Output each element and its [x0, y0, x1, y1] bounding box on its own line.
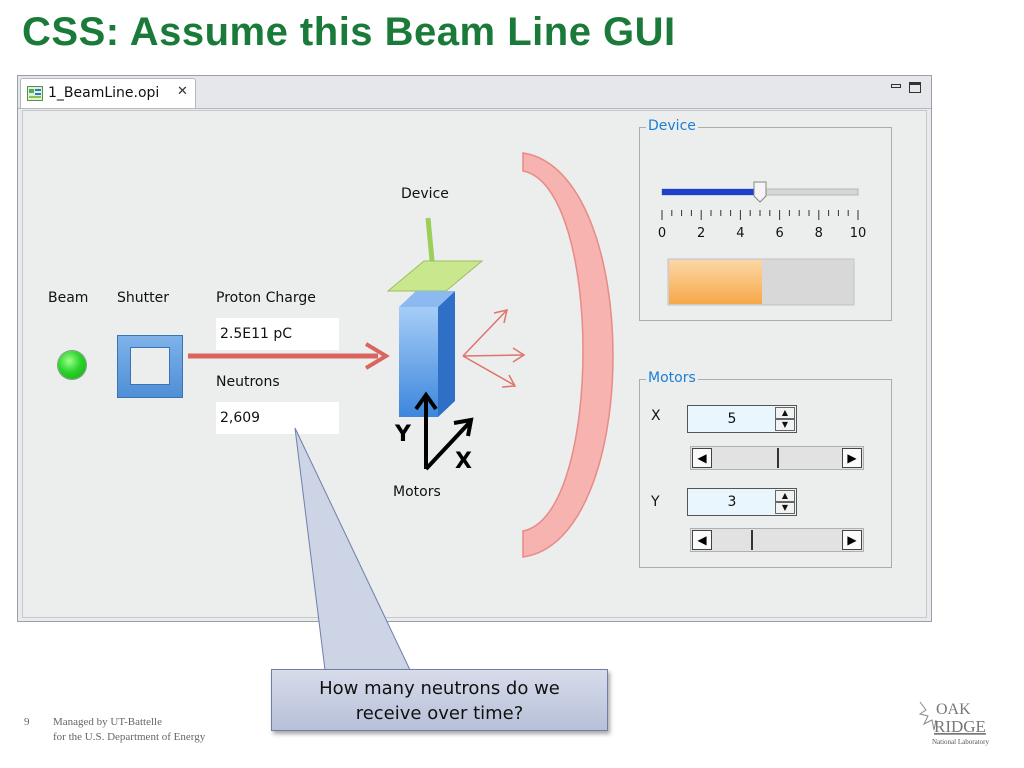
- motor-axes: [414, 391, 474, 471]
- neutrons-value: 2,609: [216, 402, 339, 434]
- slider-tick-label: 8: [815, 226, 823, 241]
- slider-fill: [662, 189, 760, 195]
- shutter-label: Shutter: [117, 290, 169, 306]
- device-slider[interactable]: 0 2 4 6 8 10: [640, 128, 891, 320]
- motor-y-down-button[interactable]: ▼: [775, 502, 795, 514]
- motor-y-scroll-left-button[interactable]: ◀: [692, 530, 712, 550]
- slider-tick-label: 2: [697, 226, 705, 241]
- motor-y-spinner[interactable]: 3 ▲ ▼: [687, 488, 797, 516]
- sample-block: [399, 307, 438, 417]
- minimize-icon[interactable]: [891, 84, 901, 88]
- slider-tick-label: 4: [736, 226, 744, 241]
- motor-y-scrollbar[interactable]: ◀ ▶: [690, 528, 864, 552]
- motor-x-scroll-left-button[interactable]: ◀: [692, 448, 712, 468]
- tab-bar: 1_BeamLine.opi ✕: [18, 76, 931, 109]
- scatter-arrows: [462, 308, 526, 388]
- callout-line-1: How many neutrons do we: [319, 678, 560, 699]
- beamline-graphics: Y X: [188, 152, 614, 558]
- motor-x-label: X: [651, 408, 661, 424]
- shutter-button[interactable]: [117, 335, 183, 398]
- motor-y-value: 3: [727, 494, 737, 510]
- slider-ticks: [661, 210, 859, 220]
- proton-charge-label: Proton Charge: [216, 290, 316, 306]
- motor-y-scroll-thumb[interactable]: [751, 530, 754, 550]
- sample-block-top: [399, 291, 455, 307]
- sample-block-side: [438, 291, 455, 417]
- footer-line-1: Managed by UT-Battelle: [53, 716, 162, 728]
- motor-x-scroll-thumb[interactable]: [777, 448, 779, 468]
- beam-label: Beam: [48, 290, 89, 306]
- slider-tick-labels: 0 2 4 6 8 10: [658, 226, 866, 241]
- slider-tick-label: 0: [658, 226, 666, 241]
- slide-title: CSS: Assume this Beam Line GUI: [22, 10, 676, 54]
- tab-label: 1_BeamLine.opi: [48, 85, 160, 101]
- axis-x-text: X: [455, 449, 472, 474]
- device-group: Device 0 2 4 6 8 10: [639, 118, 892, 321]
- progress-bar-fill: [669, 260, 762, 304]
- proton-charge-value: 2.5E11 pC: [216, 318, 339, 350]
- maximize-icon[interactable]: [909, 82, 921, 93]
- motor-y-scroll-right-button[interactable]: ▶: [842, 530, 862, 550]
- slider-thumb[interactable]: [753, 181, 767, 203]
- motor-x-scrollbar[interactable]: ◀ ▶: [690, 446, 864, 470]
- axis-y-text: Y: [394, 422, 412, 447]
- motor-y-label: Y: [651, 494, 660, 510]
- callout-line-2: receive over time?: [355, 703, 524, 724]
- motors-group: Motors X 5 ▲ ▼ ◀ ▶ Y 3 ▲ ▼: [639, 370, 892, 568]
- motor-y-up-button[interactable]: ▲: [775, 490, 795, 502]
- tab-beamline[interactable]: 1_BeamLine.opi ✕: [20, 78, 196, 108]
- slider-tick-label: 6: [775, 226, 783, 241]
- device-label: Device: [401, 186, 449, 202]
- close-icon[interactable]: ✕: [177, 84, 188, 99]
- svg-text:National Laboratory: National Laboratory: [932, 738, 989, 746]
- page-number: 9: [24, 716, 30, 728]
- neutrons-label: Neutrons: [216, 374, 280, 390]
- shutter-inner: [130, 347, 170, 385]
- callout-text: How many neutrons do we receive over tim…: [272, 676, 607, 726]
- motor-x-value: 5: [727, 411, 737, 427]
- motors-group-title: Motors: [646, 370, 698, 386]
- opi-file-icon: [27, 86, 43, 101]
- footer-line-2: for the U.S. Department of Energy: [53, 731, 206, 743]
- motor-x-up-button[interactable]: ▲: [775, 407, 795, 419]
- callout-box: How many neutrons do we receive over tim…: [271, 669, 608, 731]
- motor-x-scroll-right-button[interactable]: ▶: [842, 448, 862, 468]
- ornl-logo: OAK RIDGE National Laboratory: [918, 701, 989, 746]
- beam-arrow: [188, 342, 390, 370]
- motor-x-down-button[interactable]: ▼: [775, 419, 795, 431]
- motor-x-spinner[interactable]: 5 ▲ ▼: [687, 405, 797, 433]
- device-group-title: Device: [646, 118, 698, 134]
- svg-text:OAK: OAK: [936, 701, 971, 718]
- slider-tick-label: 10: [850, 226, 867, 241]
- beam-status-led: [58, 351, 86, 379]
- opi-window: 1_BeamLine.opi ✕ Beam Shutter Proton Cha…: [17, 75, 932, 622]
- detector-arc: [522, 152, 614, 558]
- svg-text:RIDGE: RIDGE: [934, 717, 986, 736]
- opi-canvas: Beam Shutter Proton Charge 2.5E11 pC Neu…: [22, 110, 927, 618]
- motors-label: Motors: [393, 484, 441, 500]
